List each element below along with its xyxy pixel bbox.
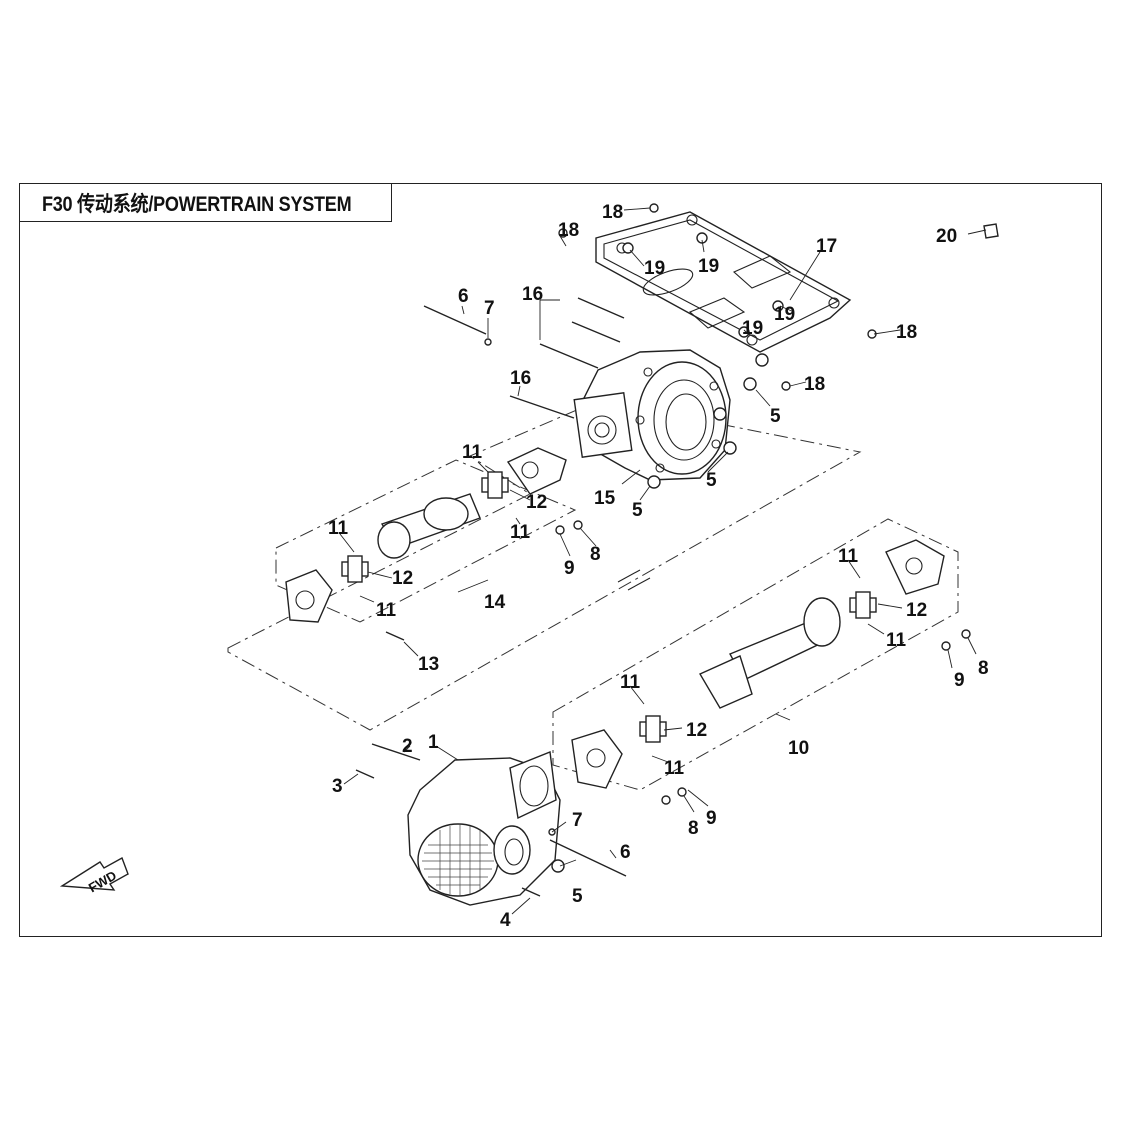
callout-1: 1 bbox=[428, 732, 439, 753]
drive-shaft-14 bbox=[285, 447, 567, 623]
callout-8-c: 8 bbox=[688, 818, 699, 839]
callout-16-a: 16 bbox=[522, 284, 543, 305]
fasteners bbox=[355, 203, 999, 897]
callout-12-a: 12 bbox=[526, 492, 547, 513]
callout-5-d: 5 bbox=[572, 886, 583, 907]
fwd-arrow-icon: FWD bbox=[59, 856, 129, 895]
callout-19-b: 19 bbox=[698, 256, 719, 277]
callout-11-b: 11 bbox=[510, 522, 531, 543]
callout-9-c: 9 bbox=[706, 808, 717, 829]
front-differential bbox=[407, 751, 561, 906]
callout-14: 14 bbox=[484, 592, 506, 613]
callout-11-d: 11 bbox=[376, 600, 397, 621]
callout-6-a: 6 bbox=[458, 286, 469, 307]
callout-11-e: 11 bbox=[838, 546, 859, 567]
break-mark bbox=[617, 569, 641, 583]
title-box: F30 传动系统/POWERTRAIN SYSTEM bbox=[19, 183, 392, 222]
front-driveshaft-outline bbox=[227, 399, 862, 731]
callout-11-a: 11 bbox=[462, 442, 483, 463]
shaft-10-outline bbox=[552, 518, 959, 791]
callout-10: 10 bbox=[788, 738, 809, 759]
callout-19-c: 19 bbox=[774, 304, 795, 325]
callout-8-b: 8 bbox=[978, 658, 989, 679]
callout-7-b: 7 bbox=[572, 810, 583, 831]
callout-17: 17 bbox=[816, 236, 837, 257]
callout-15: 15 bbox=[594, 488, 616, 509]
callout-2: 2 bbox=[402, 736, 413, 757]
diagram-frame bbox=[19, 183, 1102, 937]
mounting-bracket bbox=[595, 211, 852, 353]
callout-5-b: 5 bbox=[706, 470, 717, 491]
rear-differential bbox=[573, 349, 731, 481]
callout-20: 20 bbox=[936, 226, 957, 247]
callout-19-a: 19 bbox=[644, 258, 665, 279]
shaft-14-outline bbox=[275, 459, 577, 623]
callout-9-b: 9 bbox=[954, 670, 965, 691]
u-joint bbox=[341, 471, 509, 583]
callout-12-d: 12 bbox=[686, 720, 707, 741]
callout-18-d: 18 bbox=[804, 374, 825, 395]
callout-18-c: 18 bbox=[896, 322, 917, 343]
callout-labels: 1 2 3 4 5 5 5 5 6 6 7 7 8 8 8 9 9 9 10 1… bbox=[328, 202, 989, 931]
callout-5-c: 5 bbox=[632, 500, 643, 521]
callout-9-a: 9 bbox=[564, 558, 575, 579]
drive-shaft-10 bbox=[571, 539, 945, 789]
break-mark bbox=[627, 577, 651, 591]
leader-lines bbox=[339, 207, 987, 915]
callout-6-b: 6 bbox=[620, 842, 631, 863]
callout-13: 13 bbox=[418, 654, 439, 675]
callout-3: 3 bbox=[332, 776, 343, 797]
callout-7-a: 7 bbox=[484, 298, 495, 319]
page-title: F30 传动系统/POWERTRAIN SYSTEM bbox=[42, 192, 352, 216]
callout-11-g: 11 bbox=[620, 672, 641, 693]
callout-19-d: 19 bbox=[742, 318, 763, 339]
callout-12-c: 12 bbox=[906, 600, 927, 621]
callout-5-a: 5 bbox=[770, 406, 781, 427]
callout-8-a: 8 bbox=[590, 544, 601, 565]
callout-18-b: 18 bbox=[558, 220, 579, 241]
callout-11-h: 11 bbox=[664, 758, 685, 779]
callout-16-b: 16 bbox=[510, 368, 531, 389]
callout-12-b: 12 bbox=[392, 568, 413, 589]
callout-11-f: 11 bbox=[886, 630, 907, 651]
callout-11-c: 11 bbox=[328, 518, 349, 539]
callout-18-a: 18 bbox=[602, 202, 623, 223]
callout-4: 4 bbox=[500, 910, 511, 931]
